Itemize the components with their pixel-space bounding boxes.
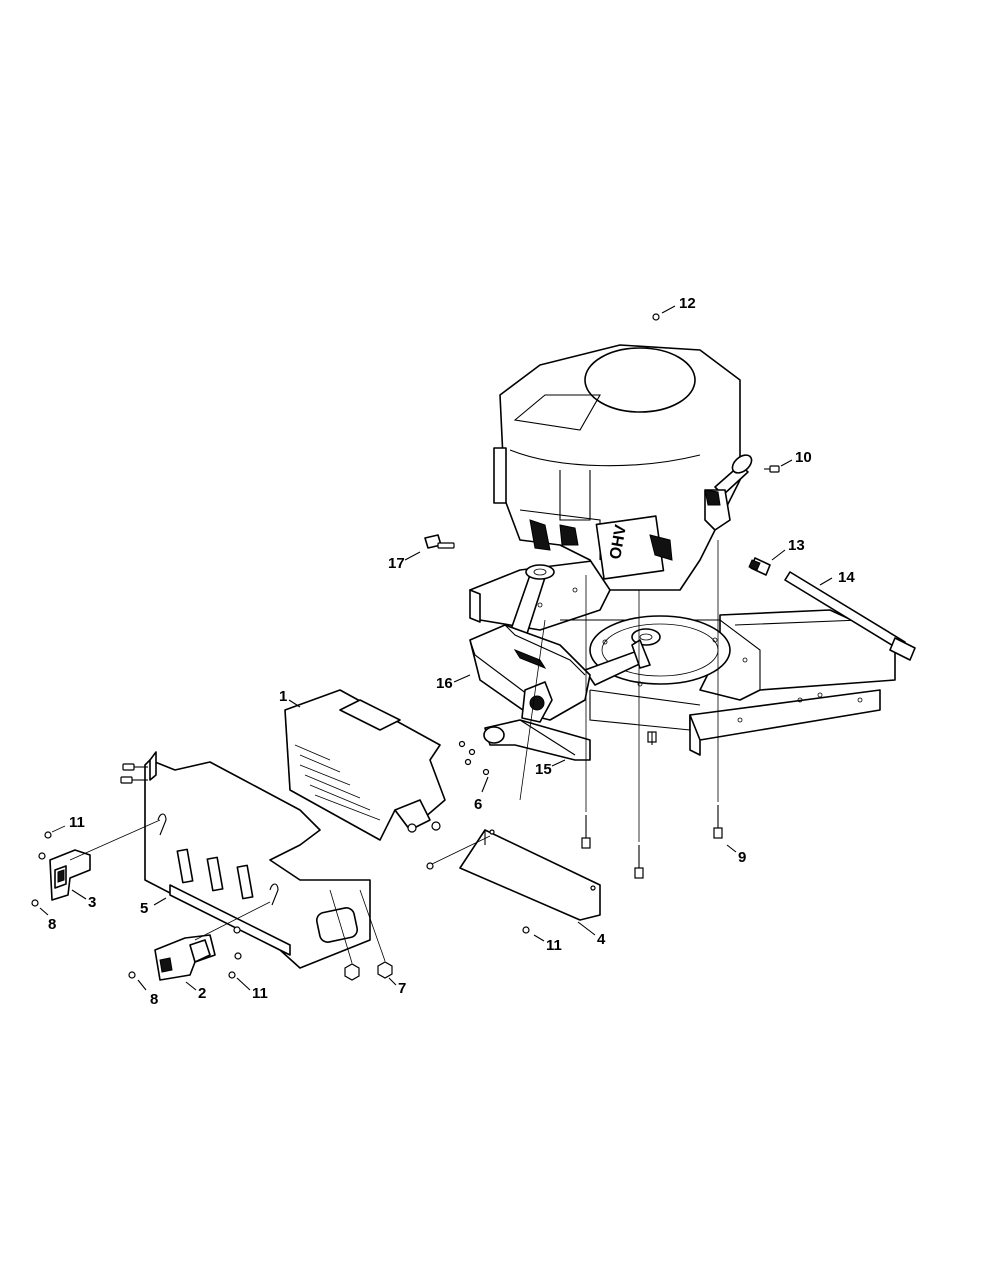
callout-8-bottom: 8 [150,991,158,1008]
frame-holes [537,587,863,723]
screw-11-bottom [522,926,530,934]
fitting-13 [748,557,771,576]
drain-hose-14 [784,571,916,661]
screw-8-left [31,899,39,907]
callout-3: 3 [88,894,96,911]
callout-2: 2 [198,985,206,1002]
callout-14: 14 [838,569,855,586]
cap-nut-12 [652,313,660,321]
callout-16: 16 [436,675,453,692]
exhaust-pipe-left [507,564,555,641]
bracket-3 [49,849,91,901]
screw-deflector-left [426,862,434,870]
screws-6 [458,740,490,776]
screws-11-left [38,825,66,860]
tailpipe-15 [483,719,591,761]
callout-11-bottom: 11 [546,937,562,954]
callout-12: 12 [679,295,696,312]
callout-1: 1 [279,688,287,705]
callout-15: 15 [535,761,552,778]
engine-ohv-label: OHV [607,523,630,560]
bolt-10 [764,465,780,473]
frame-bolts-9 [581,731,723,879]
alignment-lines [519,540,719,842]
callout-6: 6 [474,796,482,813]
callout-13: 13 [788,537,805,554]
muffler-16 [469,624,591,723]
heat-shield-vents [294,744,381,821]
engine-info-label: OHV [595,515,665,580]
callout-5: 5 [140,900,148,917]
nuts-7 [329,889,393,981]
callout-4: 4 [597,931,606,948]
callout-labels: 12 10 13 14 17 16 1 15 6 11 3 5 8 9 4 11… [48,295,855,1008]
bracket-2 [154,934,216,981]
callout-8-left: 8 [48,916,56,933]
bolt-17 [424,534,455,549]
callout-10: 10 [795,449,812,466]
bracket-2-align [194,901,271,941]
heat-shield-1 [284,689,446,841]
bolts-guard-top [120,763,148,784]
screws-2 [128,926,242,979]
callout-11-right: 11 [252,985,268,1002]
callout-17: 17 [388,555,405,572]
bracket-3-align [69,819,161,861]
callout-9: 9 [738,849,746,866]
callout-11-left: 11 [69,814,85,831]
engine-assembly: OHV [493,344,753,591]
choke-lever [714,454,753,496]
lower-deflector-4 [459,829,601,921]
muffler-guard-5 [144,751,371,969]
callout-7: 7 [398,980,406,997]
